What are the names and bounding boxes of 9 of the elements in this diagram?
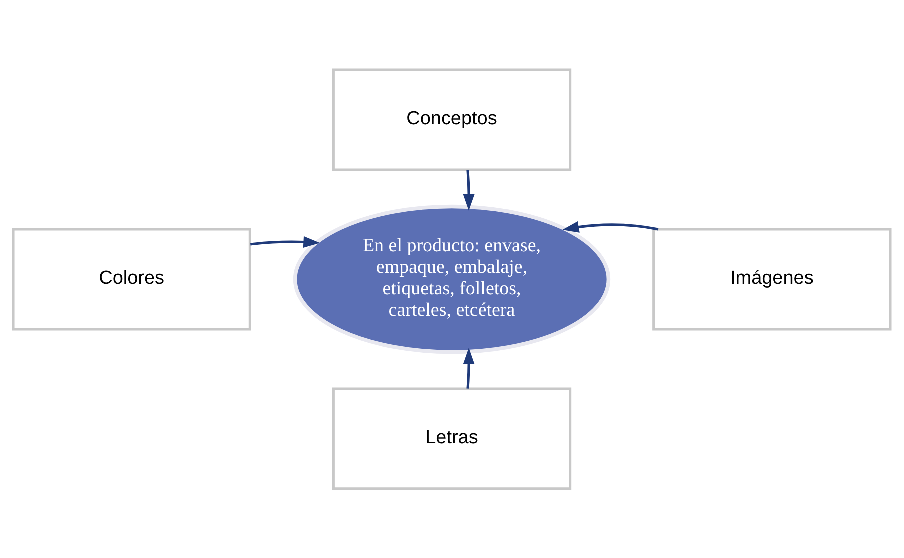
arrow <box>463 170 475 210</box>
node-box: Conceptos <box>332 68 572 171</box>
arrow <box>463 348 475 388</box>
node-box: Letras <box>332 387 572 490</box>
node-box: Imágenes <box>652 228 892 330</box>
arrow <box>250 236 320 248</box>
node-box: Colores <box>12 228 252 330</box>
node-ellipse: En el producto: envase, empaque, embalaje, etiquetas, folletos, carteles, etcétera <box>293 204 611 354</box>
arrow <box>562 221 659 232</box>
